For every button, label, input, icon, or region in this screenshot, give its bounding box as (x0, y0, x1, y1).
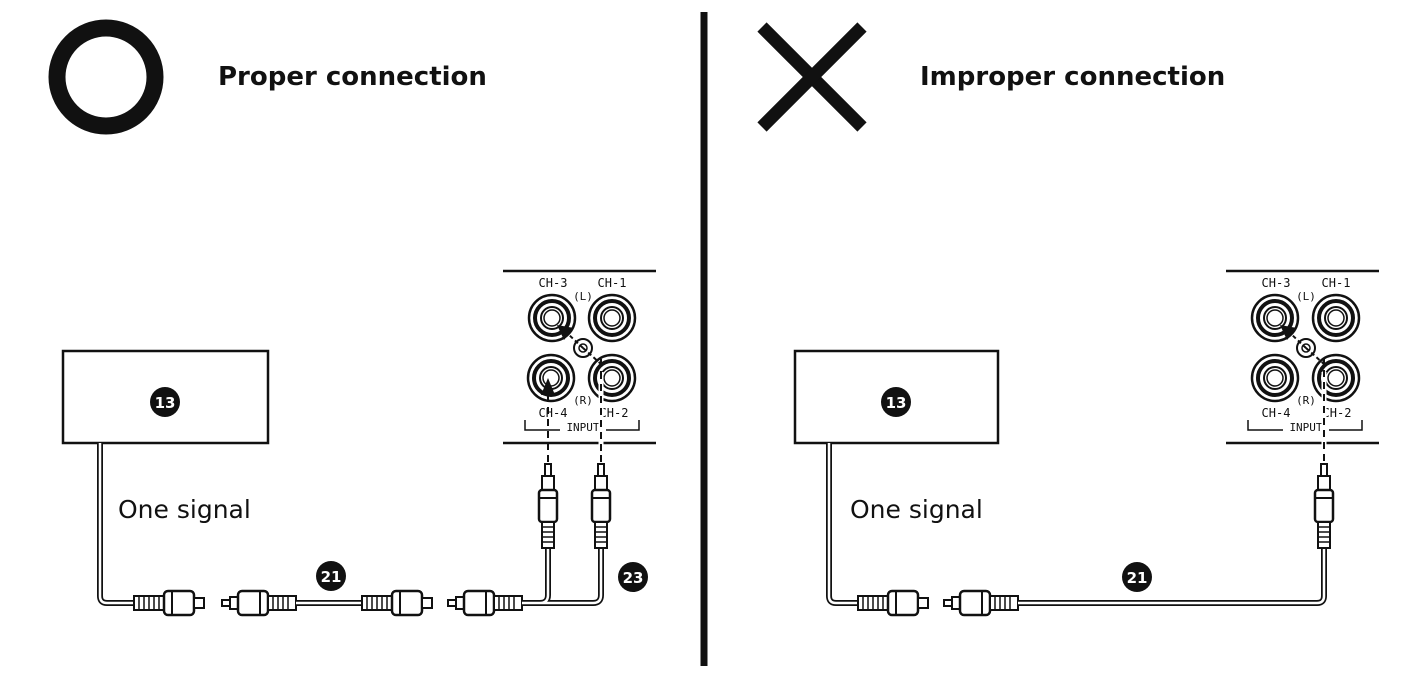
cross-mark-icon (757, 22, 867, 132)
plug-c (360, 589, 434, 617)
cable-number: 21 (321, 568, 342, 586)
signal-label: One signal (118, 495, 251, 524)
svg-text:CH-4: CH-4 (1262, 406, 1291, 420)
plug-a-right (856, 589, 930, 617)
adapter-number-badge (618, 562, 648, 592)
circle-mark-icon (48, 19, 164, 135)
device-number: 13 (155, 394, 176, 412)
svg-text:INPUT: INPUT (566, 421, 599, 434)
device-number-badge-right (881, 387, 911, 417)
input-panel-left: CH-3 CH-1 (L) (R) CH-4 CH-2 INPUT (503, 269, 656, 462)
device-number-badge (150, 387, 180, 417)
plug-ch2-right (1313, 462, 1335, 550)
device-number-right: 13 (886, 394, 907, 412)
cable-number-right: 21 (1127, 569, 1148, 587)
plug-b-right (942, 589, 1020, 617)
input-panel-right: CH-3 CH-1 (L) (R) CH-4 CH-2 INPUT (1226, 269, 1379, 462)
cable-number-badge (316, 561, 346, 591)
improper-connection-heading: Improper connection (920, 62, 1226, 92)
signal-label-right: One signal (850, 495, 983, 524)
adapter-cable (522, 548, 604, 606)
svg-text:CH-1: CH-1 (1322, 276, 1351, 290)
adapter-number: 23 (623, 569, 644, 587)
svg-text:(L): (L) (1296, 290, 1316, 303)
plug-ch2 (590, 462, 612, 550)
svg-text:INPUT: INPUT (1289, 421, 1322, 434)
svg-text:CH-2: CH-2 (600, 406, 629, 420)
plug-ch4 (537, 462, 559, 550)
svg-text:CH-4: CH-4 (539, 406, 568, 420)
svg-text:(R): (R) (573, 394, 593, 407)
plug-a (132, 589, 206, 617)
svg-text:(R): (R) (1296, 394, 1316, 407)
plug-d (446, 589, 524, 617)
svg-text:CH-3: CH-3 (1262, 276, 1291, 290)
cable-number-badge-right (1122, 562, 1152, 592)
svg-text:CH-2: CH-2 (1323, 406, 1352, 420)
cable-right (1018, 548, 1327, 606)
svg-text:CH-1: CH-1 (598, 276, 627, 290)
proper-connection-heading: Proper connection (218, 62, 487, 92)
svg-text:CH-3: CH-3 (539, 276, 568, 290)
plug-b (220, 589, 298, 617)
svg-text:(L): (L) (573, 290, 593, 303)
